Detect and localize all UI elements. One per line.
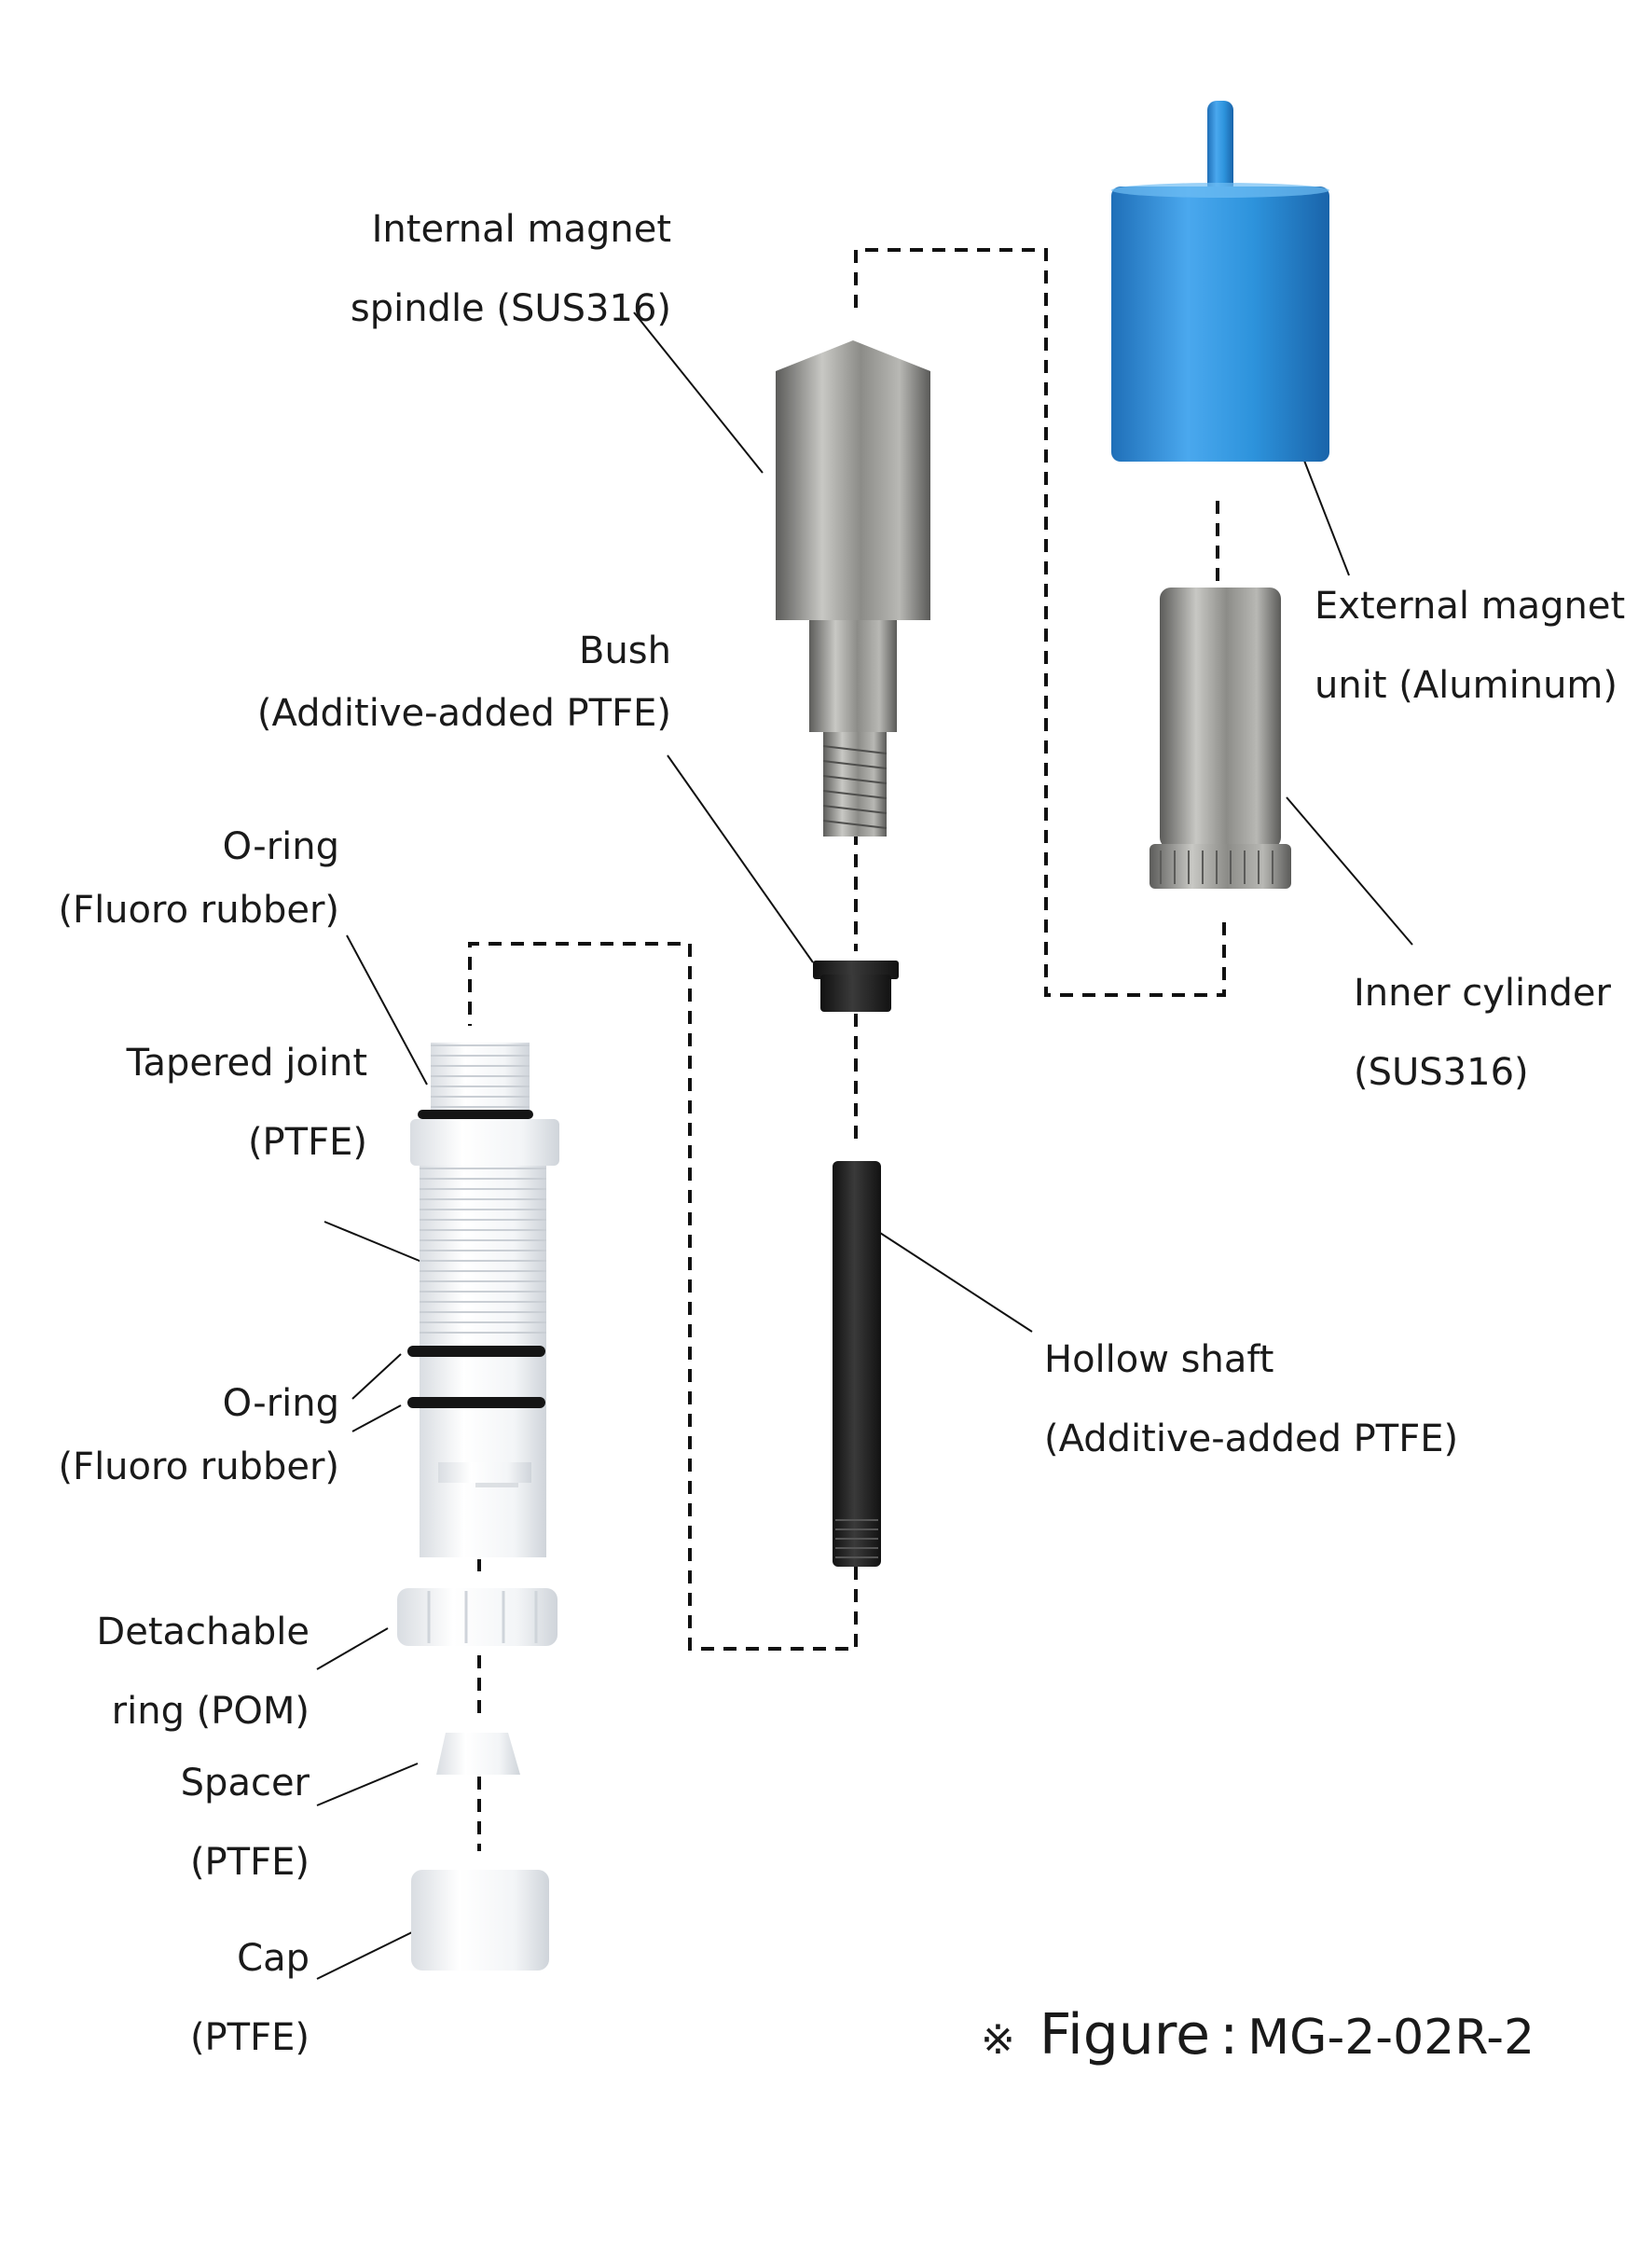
figure-colon: : [1219, 2002, 1239, 2067]
label-tapered-joint-line1: Tapered joint [126, 1042, 367, 1085]
label-spacer-line1: Spacer [180, 1762, 310, 1805]
label-spacer-line2: (PTFE) [189, 1841, 310, 1884]
label-oring-bottom-line1: O-ring [222, 1382, 339, 1425]
label-inner-cylinder-line2: (SUS316) [1354, 1051, 1529, 1094]
label-bush-line2: (Additive-added PTFE) [256, 692, 671, 735]
figure-word: Figure [1039, 2002, 1211, 2067]
label-cap-line1: Cap [237, 1937, 310, 1980]
label-hollow-shaft-line2: (Additive-added PTFE) [1044, 1417, 1459, 1460]
figure-caption: ※Figure:MG-2-02R-2 [981, 2007, 1535, 2063]
label-external-magnet-line2: unit (Aluminum) [1315, 664, 1618, 707]
reference-mark: ※ [981, 2016, 1015, 2064]
model-code: MG-2-02R-2 [1247, 2010, 1535, 2066]
internal-magnet-spindle [776, 340, 930, 837]
label-detachable-ring-line1: Detachable [96, 1611, 310, 1653]
label-detachable-ring-line2: ring (POM) [111, 1690, 310, 1733]
cap [411, 1870, 549, 1971]
label-external-magnet-line1: External magnet [1315, 585, 1626, 628]
label-oring-top-line1: O-ring [222, 825, 339, 868]
label-internal-magnet-line2: spindle (SUS316) [350, 287, 671, 330]
external-magnet-unit [1111, 101, 1329, 462]
label-hollow-shaft-line1: Hollow shaft [1044, 1338, 1274, 1381]
label-internal-magnet-line1: Internal magnet [371, 208, 671, 251]
label-tapered-joint-line2: (PTFE) [247, 1121, 367, 1164]
spacer [436, 1733, 520, 1775]
o-ring-top [418, 1110, 533, 1119]
hollow-shaft [833, 1161, 881, 1567]
inner-cylinder [1150, 588, 1291, 889]
dashed-guide-lines [468, 248, 1226, 1851]
o-ring-bottom [407, 1346, 545, 1408]
label-bush-line1: Bush [579, 629, 671, 672]
label-inner-cylinder-line1: Inner cylinder [1354, 972, 1611, 1015]
leader-lines [316, 311, 1413, 1980]
label-oring-bottom-line2: (Fluoro rubber) [58, 1445, 339, 1488]
bush [813, 961, 899, 1012]
label-oring-top-line2: (Fluoro rubber) [58, 889, 339, 932]
detachable-ring [397, 1588, 558, 1646]
label-cap-line2: (PTFE) [189, 2016, 310, 2059]
tapered-joint [410, 1043, 559, 1557]
